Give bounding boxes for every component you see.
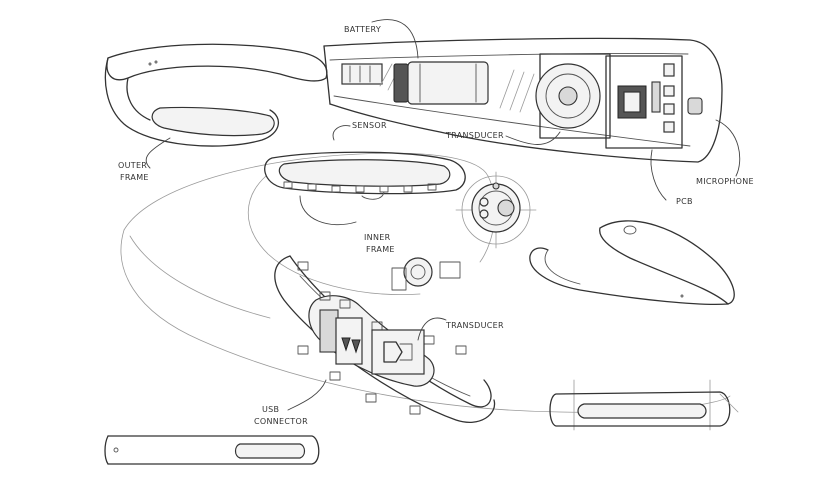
bottom-left-bar xyxy=(104,435,320,465)
transducer-disk xyxy=(535,53,611,139)
transducer-bottom-label: TRANSDUCER xyxy=(417,317,504,341)
outer-frame-band xyxy=(104,43,328,147)
inner-frame-label: INNER FRAME xyxy=(299,195,395,254)
sensor-tabs xyxy=(283,181,437,193)
inner-frame-label-line2: FRAME xyxy=(366,245,395,254)
transducer-top-label: TRANSDUCER xyxy=(445,131,561,145)
battery-label: BATTERY xyxy=(344,19,419,59)
outer-frame-label-line1: OUTER xyxy=(118,161,147,170)
sensor-label: SENSOR xyxy=(332,121,387,141)
inner-band-transducer xyxy=(274,255,496,423)
pcb-label-text: PCB xyxy=(676,197,693,206)
usb-label: USB CONNECTOR xyxy=(254,379,327,426)
outer-frame-label-line2: FRAME xyxy=(120,173,149,182)
pcb xyxy=(605,55,683,149)
outer-frame-label: OUTER FRAME xyxy=(118,137,171,182)
usb-label-line1: USB xyxy=(262,405,279,414)
microphone-label-text: MICROPHONE xyxy=(696,177,754,186)
right-bottom-bar xyxy=(549,379,739,431)
battery xyxy=(393,61,489,105)
inner-frame-label-line1: INNER xyxy=(364,233,391,242)
sensor-label-text: SENSOR xyxy=(352,121,387,130)
round-sensor xyxy=(455,171,537,249)
sensor-inner-frame xyxy=(264,151,466,200)
microphone-pcb-labels: MICROPHONE PCB xyxy=(650,119,754,206)
transducer-bottom-label-text: TRANSDUCER xyxy=(445,321,504,330)
microphone-button xyxy=(687,97,703,115)
transducer-top-label-text: TRANSDUCER xyxy=(445,131,504,140)
right-small-band xyxy=(529,220,735,306)
electronics-module xyxy=(323,37,723,163)
battery-label-text: BATTERY xyxy=(344,25,381,34)
usb-label-line2: CONNECTOR xyxy=(254,417,308,426)
